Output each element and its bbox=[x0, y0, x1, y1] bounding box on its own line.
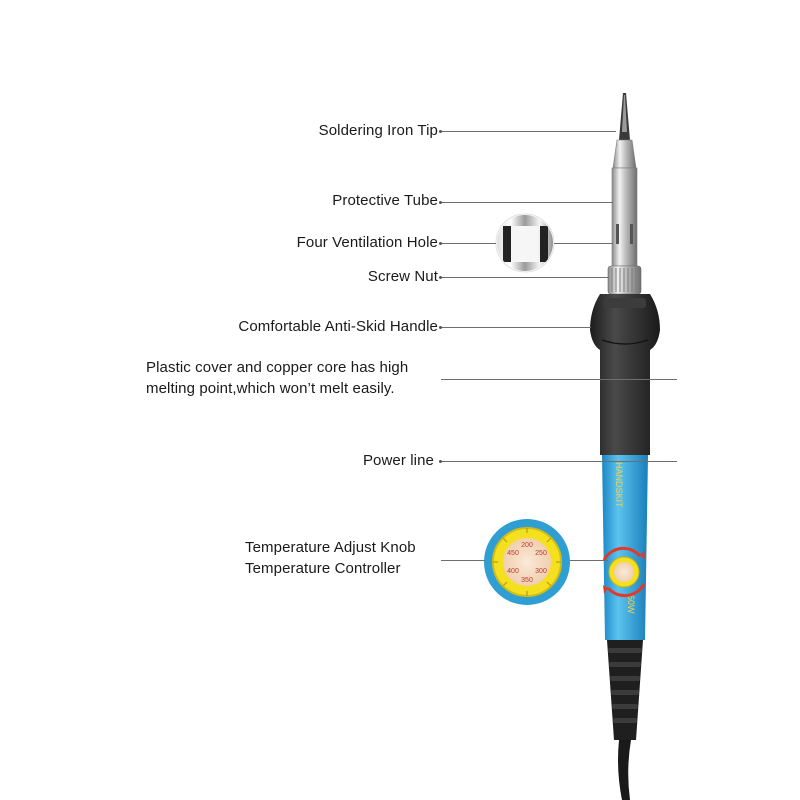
callout-knob-line-1: Temperature Adjust Knob bbox=[245, 539, 416, 556]
callout-protective-tube: Protective Tube bbox=[332, 192, 438, 209]
dial-mark: 450 bbox=[507, 550, 519, 557]
dial-mark: 200 bbox=[521, 542, 533, 549]
body-temperature-knob bbox=[602, 546, 646, 598]
temperature-knob-inset: 200 250 300 350 400 450 bbox=[484, 519, 570, 605]
dial-mark: 400 bbox=[507, 568, 519, 575]
screw-nut bbox=[607, 265, 642, 295]
soldering-tip bbox=[619, 93, 630, 140]
leader-dot-handle bbox=[439, 326, 442, 329]
leader-line-handle bbox=[441, 327, 591, 328]
leader-dot-nut bbox=[439, 276, 442, 279]
callout-plastic-line-1: Plastic cover and copper core has high bbox=[146, 359, 409, 376]
callout-temperature-knob: Temperature Adjust Knob Temperature Cont… bbox=[245, 539, 416, 577]
callout-plastic-line-2: melting point,which won’t melt easily. bbox=[146, 380, 395, 397]
callout-screw-nut: Screw Nut bbox=[367, 268, 438, 285]
leader-line-plastic bbox=[441, 379, 677, 380]
leader-line-tube bbox=[441, 202, 613, 203]
strain-relief bbox=[607, 640, 643, 740]
leader-dot-vent bbox=[439, 242, 442, 245]
leader-line-vent-right bbox=[554, 243, 613, 244]
dial-mark: 250 bbox=[535, 550, 547, 557]
leader-line-vent-left bbox=[441, 243, 496, 244]
callout-soldering-tip: Soldering Iron Tip bbox=[318, 122, 438, 139]
callout-power-line: Power line bbox=[362, 452, 434, 469]
callout-anti-skid-handle: Comfortable Anti-Skid Handle bbox=[238, 318, 438, 335]
leader-dot-tube bbox=[439, 201, 442, 204]
ventilation-hole-inset bbox=[495, 213, 555, 273]
protective-tube bbox=[611, 139, 638, 267]
leader-line-power bbox=[441, 461, 677, 462]
leader-dot-power bbox=[439, 460, 442, 463]
leader-line-knob-left bbox=[441, 560, 485, 561]
dial-mark: 350 bbox=[521, 577, 533, 584]
rotate-arrow-top bbox=[602, 546, 642, 561]
spec-print: 60W bbox=[626, 595, 636, 614]
callout-knob-line-2: Temperature Controller bbox=[245, 560, 401, 577]
brand-print: HANDSKIT bbox=[614, 462, 624, 508]
leader-line-tip bbox=[441, 131, 616, 132]
rotate-arrow-bottom bbox=[606, 583, 646, 598]
callout-plastic-cover: Plastic cover and copper core has high m… bbox=[146, 359, 408, 397]
dial-mark: 300 bbox=[535, 568, 547, 575]
callout-ventilation-hole: Four Ventilation Hole bbox=[296, 234, 438, 251]
power-cable bbox=[618, 740, 631, 800]
leader-dot-tip bbox=[439, 130, 442, 133]
anti-skid-handle bbox=[590, 294, 660, 455]
leader-line-nut bbox=[441, 277, 609, 278]
leader-line-knob-right bbox=[570, 560, 608, 561]
